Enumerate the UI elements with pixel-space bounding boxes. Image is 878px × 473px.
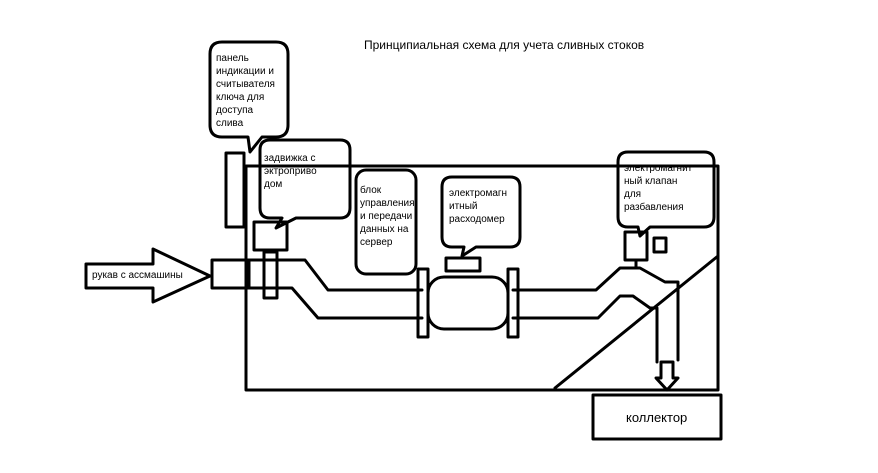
inlet-pipe-stub bbox=[210, 258, 251, 290]
flowmeter-flange-right bbox=[506, 267, 520, 339]
flowmeter-body bbox=[426, 275, 510, 331]
hose-label: рукав с ассмашины bbox=[92, 270, 183, 281]
flowmeter-callout-bubble bbox=[440, 175, 522, 258]
collector-box bbox=[591, 393, 723, 441]
panel-label: панель индикации и считывателя ключа для… bbox=[216, 53, 275, 129]
indicator-panel-body bbox=[224, 151, 246, 229]
gate-valve-label: задвижка с эктропривo дом bbox=[264, 153, 317, 190]
dilution-valve-indicator bbox=[652, 236, 668, 254]
divider-diagonal bbox=[553, 254, 720, 390]
dilution-valve-callout-bubble bbox=[616, 150, 716, 238]
gate-valve-actuator bbox=[252, 220, 289, 252]
pipe-lower-wall bbox=[247, 286, 659, 364]
gate-valve-callout-bubble bbox=[258, 138, 352, 230]
control-unit-box bbox=[354, 168, 418, 276]
gate-valve-stem bbox=[262, 250, 279, 300]
dilution-valve-label: электромагнит ный клапан для разбавления bbox=[624, 163, 693, 213]
pipe-upper-wall bbox=[247, 258, 680, 362]
flowmeter-label: электромагн итный расходомер bbox=[449, 188, 508, 225]
panel-callout-bubble bbox=[208, 40, 290, 154]
collector-label: коллектор bbox=[626, 410, 688, 425]
flowmeter-sensor-box bbox=[444, 256, 482, 273]
diagram-title: Принципиальная схема для учета сливных с… bbox=[364, 38, 645, 52]
outlet-arrow bbox=[654, 360, 680, 392]
hose-arrow bbox=[84, 247, 212, 304]
control-unit-label: блок управления и передачи данных на сер… bbox=[360, 185, 415, 248]
enclosure-frame bbox=[244, 164, 720, 392]
dilution-valve-body bbox=[623, 230, 649, 262]
